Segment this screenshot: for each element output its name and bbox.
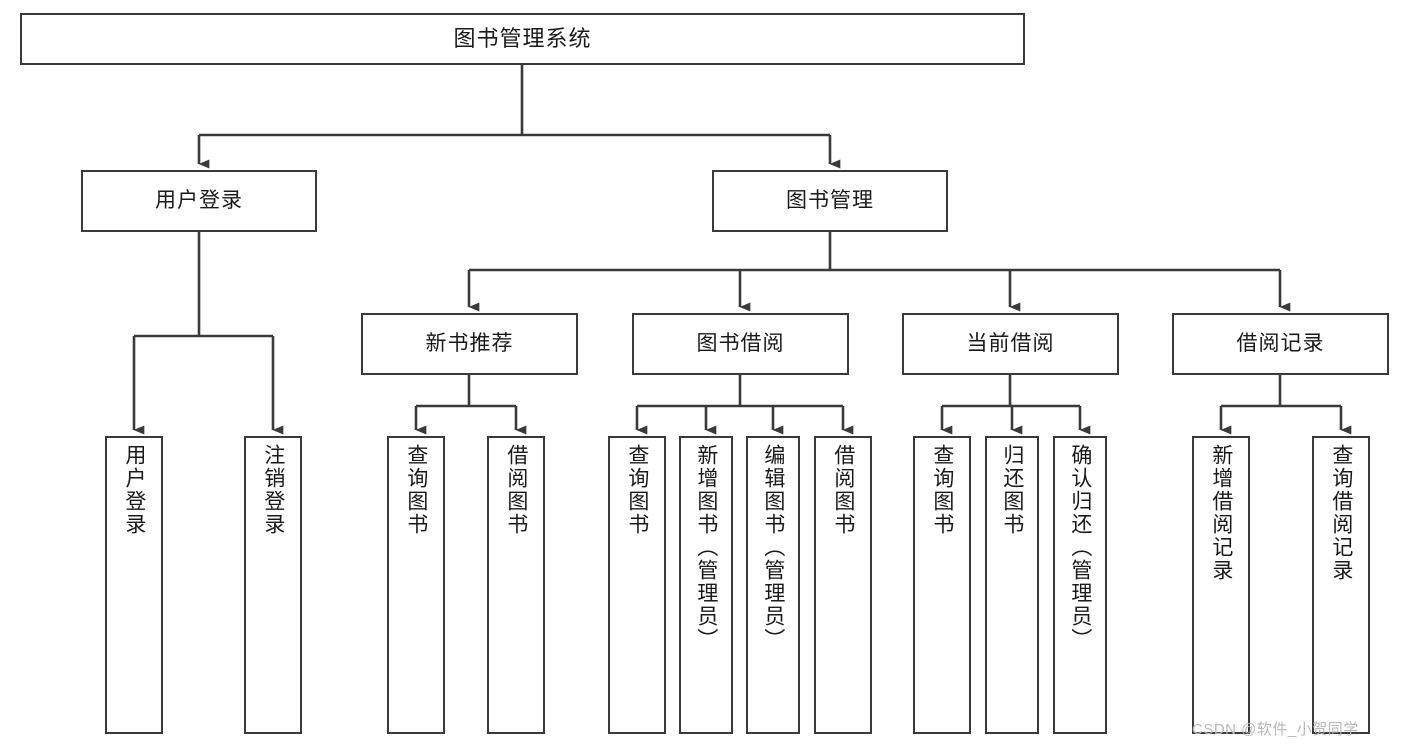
node-book-borrow-label: 图书借阅 [696, 332, 785, 356]
node-root[interactable]: 图书管理系统 [20, 13, 1025, 65]
leaf-borrow-book-2[interactable]: 借阅图书 [814, 436, 872, 734]
node-new-book-recommend-label: 新书推荐 [425, 332, 514, 356]
leaf-query-borrow-record-label: 查询借阅记录 [1329, 444, 1353, 582]
node-book-manage[interactable]: 图书管理 [712, 170, 948, 232]
leaf-query-book-2-label: 查询图书 [625, 444, 649, 536]
leaf-edit-book-admin-label: 编辑图书（管理员） [761, 444, 785, 651]
node-borrow-record[interactable]: 借阅记录 [1172, 313, 1389, 375]
leaf-query-book-3[interactable]: 查询图书 [913, 436, 971, 734]
leaf-add-borrow-record[interactable]: 新增借阅记录 [1192, 436, 1250, 734]
node-book-borrow[interactable]: 图书借阅 [632, 313, 849, 375]
node-new-book-recommend[interactable]: 新书推荐 [361, 313, 578, 375]
leaf-query-book-3-label: 查询图书 [930, 444, 954, 536]
node-current-borrow-label: 当前借阅 [966, 332, 1055, 356]
leaf-borrow-book-1[interactable]: 借阅图书 [487, 436, 545, 734]
leaf-confirm-return-admin-label: 确认归还（管理员） [1068, 444, 1092, 651]
leaf-query-book-1[interactable]: 查询图书 [387, 436, 445, 734]
leaf-borrow-book-1-label: 借阅图书 [504, 444, 528, 536]
leaf-query-borrow-record[interactable]: 查询借阅记录 [1312, 436, 1370, 734]
leaf-return-book-label: 归还图书 [1000, 444, 1024, 536]
node-user-login-label: 用户登录 [155, 189, 243, 213]
node-user-login[interactable]: 用户登录 [81, 170, 317, 232]
leaf-user-login-label: 用户登录 [122, 444, 146, 536]
node-root-label: 图书管理系统 [453, 25, 592, 51]
leaf-query-book-2[interactable]: 查询图书 [608, 436, 666, 734]
leaf-query-book-1-label: 查询图书 [404, 444, 428, 536]
leaf-confirm-return-admin[interactable]: 确认归还（管理员） [1053, 436, 1107, 734]
leaf-return-book[interactable]: 归还图书 [985, 436, 1039, 734]
leaf-user-login[interactable]: 用户登录 [105, 436, 163, 734]
csdn-watermark: CSDN @软件_小贺同学 [1192, 721, 1359, 738]
node-current-borrow[interactable]: 当前借阅 [902, 313, 1119, 375]
leaf-logout-login-label: 注销登录 [261, 444, 285, 536]
node-book-manage-label: 图书管理 [786, 189, 874, 213]
leaf-edit-book-admin[interactable]: 编辑图书（管理员） [746, 436, 800, 734]
node-borrow-record-label: 借阅记录 [1236, 332, 1325, 356]
leaf-add-book-admin[interactable]: 新增图书（管理员） [679, 436, 733, 734]
leaf-add-book-admin-label: 新增图书（管理员） [694, 444, 718, 651]
leaf-add-borrow-record-label: 新增借阅记录 [1209, 444, 1233, 582]
leaf-borrow-book-2-label: 借阅图书 [831, 444, 855, 536]
leaf-logout-login[interactable]: 注销登录 [244, 436, 302, 734]
